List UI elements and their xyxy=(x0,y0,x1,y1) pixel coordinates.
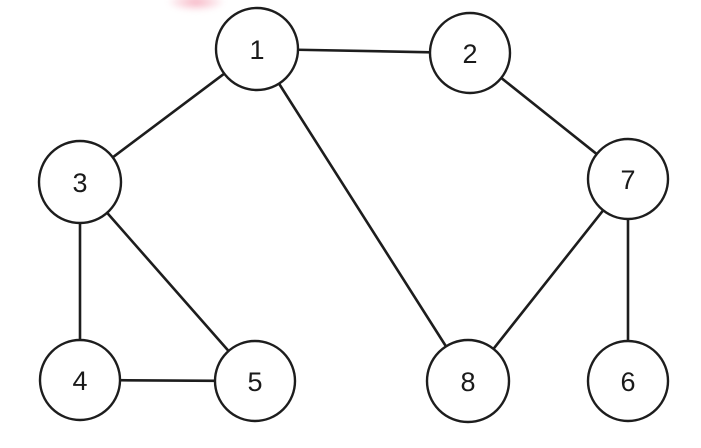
node-label-8: 8 xyxy=(460,367,475,397)
graph-node-7[interactable]: 7 xyxy=(586,137,670,221)
edges-layer xyxy=(78,48,630,383)
node-circle-4[interactable] xyxy=(38,338,122,422)
node-circle-2[interactable] xyxy=(428,11,512,95)
node-circle-5[interactable] xyxy=(213,339,297,423)
node-label-2: 2 xyxy=(462,39,477,69)
node-label-3: 3 xyxy=(72,168,87,198)
node-circle-6[interactable] xyxy=(586,339,670,423)
graph-edge-3-5 xyxy=(105,210,231,354)
graph-edge-7-8 xyxy=(491,208,606,351)
graph-node-6[interactable]: 6 xyxy=(586,339,670,423)
graph-node-2[interactable]: 2 xyxy=(428,11,512,95)
graph-node-5[interactable]: 5 xyxy=(213,339,297,423)
node-circle-7[interactable] xyxy=(586,137,670,221)
node-circle-8[interactable] xyxy=(425,338,511,424)
node-label-4: 4 xyxy=(72,366,87,396)
graph-edge-2-7 xyxy=(499,76,599,156)
graph-node-1[interactable]: 1 xyxy=(214,6,300,92)
graph-node-8[interactable]: 8 xyxy=(425,338,511,424)
graph-edge-1-2 xyxy=(295,48,433,54)
node-circle-3[interactable] xyxy=(37,139,123,225)
graph-node-3[interactable]: 3 xyxy=(37,139,123,225)
graph-edge-1-8 xyxy=(277,81,448,349)
node-label-5: 5 xyxy=(247,367,262,397)
nodes-layer: 1 2 3 4 5 6 7 8 xyxy=(37,6,670,424)
node-label-1: 1 xyxy=(249,35,264,65)
node-label-6: 6 xyxy=(620,367,635,397)
graph-node-4[interactable]: 4 xyxy=(38,338,122,422)
node-circle-1[interactable] xyxy=(214,6,300,92)
graph-edge-4-5 xyxy=(117,378,218,383)
graph-edge-1-3 xyxy=(110,71,227,160)
node-label-7: 7 xyxy=(620,165,635,195)
